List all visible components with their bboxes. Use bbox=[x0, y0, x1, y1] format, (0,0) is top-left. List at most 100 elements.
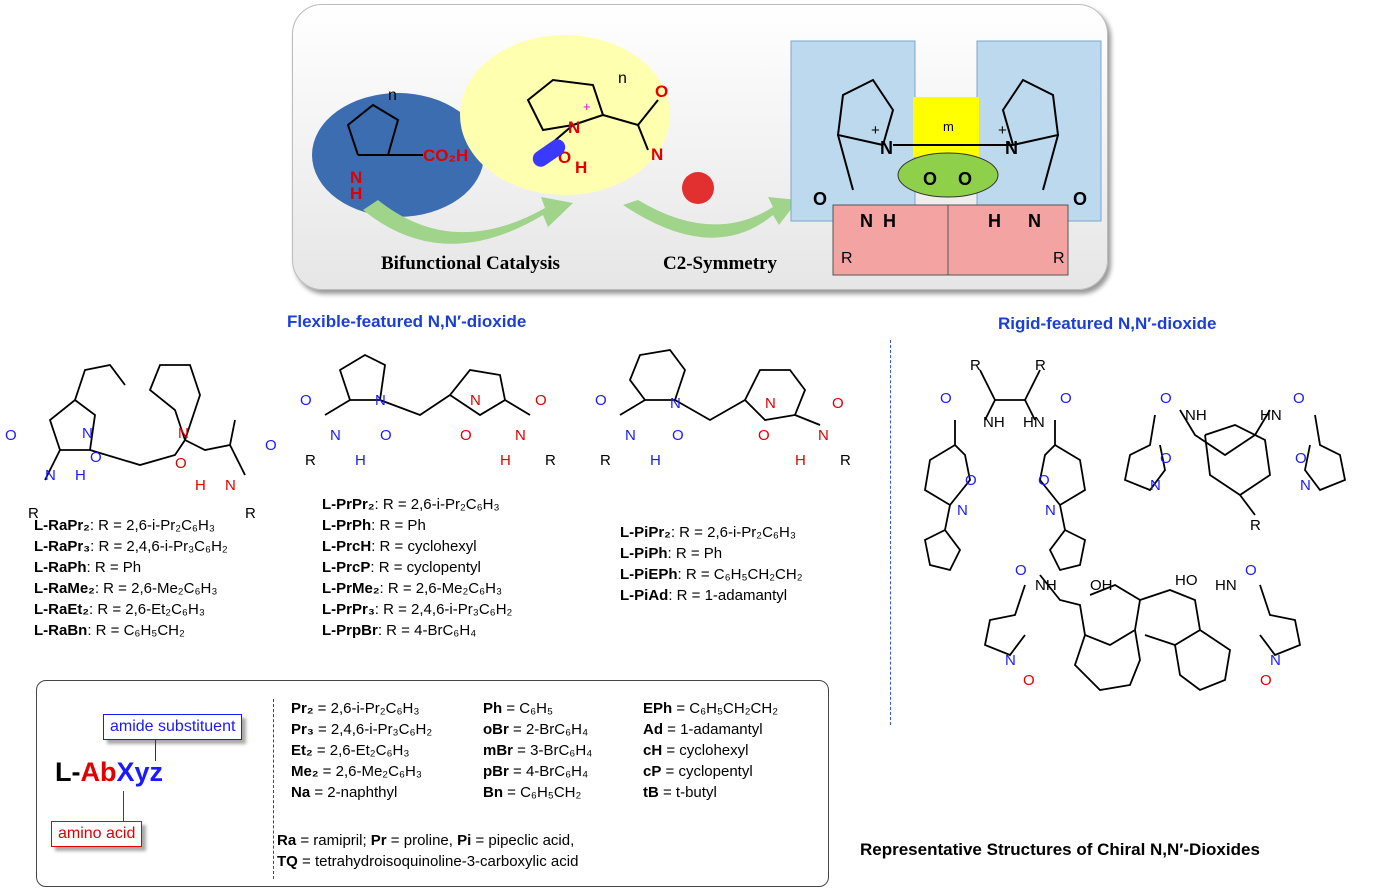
svg-text:H: H bbox=[355, 452, 366, 469]
list-item: L-PrpBr: R = 4-BrC₆H₄ bbox=[322, 622, 477, 639]
svg-text:R: R bbox=[28, 505, 39, 520]
svg-text:O: O bbox=[655, 82, 668, 101]
svg-text:O: O bbox=[5, 427, 17, 444]
banner-graphic: N H CO₂H n N + O H O N n bbox=[312, 35, 1102, 276]
svg-text:R: R bbox=[1053, 250, 1065, 267]
svg-text:n: n bbox=[388, 87, 397, 104]
list-item: tB = t-butyl bbox=[643, 784, 717, 801]
svg-text:O: O bbox=[90, 449, 102, 466]
list-item: L-PiAd: R = 1-adamantyl bbox=[620, 587, 788, 604]
svg-text:R: R bbox=[245, 505, 256, 520]
dashed-divider bbox=[890, 340, 891, 725]
svg-text:H: H bbox=[988, 211, 1001, 231]
svg-text:HN: HN bbox=[1023, 414, 1045, 431]
code-label: L-AbXyz bbox=[55, 757, 164, 787]
svg-text:O: O bbox=[175, 455, 187, 472]
bifunctional-catalysis-label: Bifunctional Catalysis bbox=[381, 253, 560, 274]
svg-text:O: O bbox=[965, 472, 977, 489]
svg-text:O: O bbox=[300, 392, 312, 409]
svg-text:O: O bbox=[672, 427, 684, 444]
svg-text:N: N bbox=[350, 168, 362, 187]
list-item: L-RaMe₂: R = 2,6-Me₂C₆H₃ bbox=[34, 580, 218, 597]
svg-text:N: N bbox=[1005, 138, 1018, 158]
svg-text:N: N bbox=[82, 425, 93, 442]
svg-text:NH: NH bbox=[1035, 577, 1057, 594]
list-item: L-PrcH: R = cyclohexyl bbox=[322, 538, 477, 555]
svg-text:O: O bbox=[1060, 390, 1072, 407]
svg-text:+: + bbox=[871, 122, 880, 139]
amide-connector bbox=[155, 739, 156, 761]
pi-list: L-PiPr₂: R = 2,6-i-Pr₂C₆H₃ L-PiPh: R = P… bbox=[620, 523, 803, 607]
list-item: Ad = 1-adamantyl bbox=[643, 721, 763, 738]
svg-text:H: H bbox=[195, 477, 206, 494]
svg-text:N: N bbox=[880, 138, 893, 158]
footnote-line-2: TQ = tetrahydroisoquinoline-3-carboxylic… bbox=[277, 853, 579, 870]
list-item: L-PrPr₃: R = 2,4,6-i-Pr₃C₆H₂ bbox=[322, 601, 513, 618]
amide-substituent-box: amide substituent bbox=[103, 714, 243, 740]
svg-text:N: N bbox=[818, 427, 829, 444]
svg-text:N: N bbox=[515, 427, 526, 444]
legend-footnote: Ra = ramipril; Pr = proline, Pi = pipecl… bbox=[277, 831, 578, 873]
svg-text:N: N bbox=[1028, 211, 1041, 231]
svg-text:H: H bbox=[883, 211, 896, 231]
yellow-ellipse bbox=[460, 35, 670, 195]
svg-text:O: O bbox=[1015, 562, 1027, 579]
svg-text:O: O bbox=[535, 392, 547, 409]
footnote-line-1: Ra = ramipril; Pr = proline, Pi = pipecl… bbox=[277, 832, 575, 849]
svg-text:N: N bbox=[765, 395, 776, 412]
svg-text:R: R bbox=[840, 452, 851, 469]
svg-text:N: N bbox=[625, 427, 636, 444]
svg-text:N: N bbox=[1005, 652, 1016, 669]
list-item: Na = 2-naphthyl bbox=[291, 784, 398, 801]
arrow-2 bbox=[623, 197, 798, 238]
svg-text:m: m bbox=[943, 119, 954, 134]
svg-text:N: N bbox=[568, 118, 580, 137]
svg-text:O: O bbox=[460, 427, 472, 444]
svg-text:H: H bbox=[650, 452, 661, 469]
svg-text:HN: HN bbox=[1260, 407, 1282, 424]
svg-text:H: H bbox=[350, 184, 362, 203]
svg-text:N: N bbox=[375, 392, 386, 409]
ra-list: L-RaPr₂: R = 2,6-i-Pr₂C₆H₃ L-RaPr₃: R = … bbox=[34, 516, 228, 642]
pr-list: L-PrPr₂: R = 2,6-i-Pr₂C₆H₃ L-PrPh: R = P… bbox=[322, 495, 512, 642]
svg-text:N: N bbox=[330, 427, 341, 444]
svg-text:O: O bbox=[958, 169, 972, 189]
svg-text:O: O bbox=[1295, 450, 1307, 467]
legend-col-2: Ph = C₆H₅ oBr = 2-BrC₆H₄ mBr = 3-BrC₆H₄ … bbox=[483, 699, 592, 804]
svg-text:n: n bbox=[618, 70, 627, 87]
rigid-structures: R R NH HN O O N O N O O NH N O O HN N O … bbox=[923, 357, 1347, 692]
svg-text:N: N bbox=[225, 477, 236, 494]
svg-text:+: + bbox=[583, 99, 591, 114]
svg-text:O: O bbox=[595, 392, 607, 409]
svg-text:CO₂H: CO₂H bbox=[423, 146, 468, 165]
svg-text:O: O bbox=[265, 437, 277, 454]
svg-text:HN: HN bbox=[1215, 577, 1237, 594]
amino-acid-box: amino acid bbox=[51, 821, 143, 847]
svg-text:+: + bbox=[998, 122, 1007, 139]
svg-text:O: O bbox=[923, 169, 937, 189]
legend-divider bbox=[273, 699, 274, 879]
list-item: EPh = C₆H₅CH₂CH₂ bbox=[643, 700, 779, 717]
svg-text:O: O bbox=[1073, 189, 1087, 209]
svg-text:NH: NH bbox=[1185, 407, 1207, 424]
svg-text:H: H bbox=[500, 452, 511, 469]
list-item: L-PrcP: R = cyclopentyl bbox=[322, 559, 481, 576]
top-banner: N H CO₂H n N + O H O N n bbox=[292, 4, 1108, 290]
list-item: L-PiEPh: R = C₆H₅CH₂CH₂ bbox=[620, 566, 803, 583]
svg-text:R: R bbox=[1250, 517, 1261, 534]
svg-text:N: N bbox=[470, 392, 481, 409]
list-item: L-PrMe₂: R = 2,6-Me₂C₆H₃ bbox=[322, 580, 503, 597]
svg-text:N: N bbox=[1270, 652, 1281, 669]
svg-text:N: N bbox=[45, 467, 56, 484]
legend-col-3: EPh = C₆H₅CH₂CH₂ Ad = 1-adamantyl cH = c… bbox=[643, 699, 778, 804]
svg-text:R: R bbox=[841, 250, 853, 267]
list-item: Bn = C₆H₅CH₂ bbox=[483, 784, 582, 801]
svg-text:HO: HO bbox=[1175, 572, 1198, 589]
arrow-1 bbox=[363, 197, 573, 244]
legend-box: amide substituent L-AbXyz amino acid Pr₂… bbox=[36, 680, 829, 887]
svg-text:N: N bbox=[1045, 502, 1056, 519]
list-item: L-PrPr₂: R = 2,6-i-Pr₂C₆H₃ bbox=[322, 496, 500, 513]
svg-text:O: O bbox=[940, 390, 952, 407]
svg-text:R: R bbox=[545, 452, 556, 469]
list-item: Pr₃ = 2,4,6-i-Pr₃C₆H₂ bbox=[291, 721, 433, 738]
